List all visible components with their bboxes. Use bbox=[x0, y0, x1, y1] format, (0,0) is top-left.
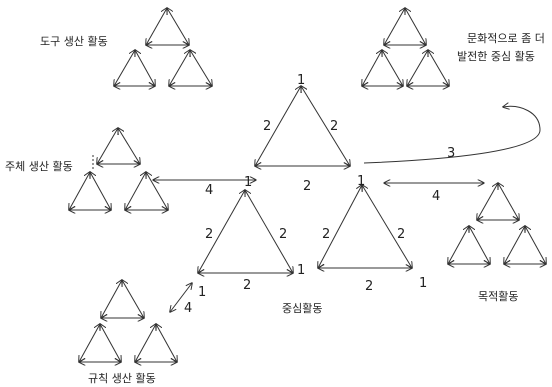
weight-label: 2 bbox=[205, 227, 213, 242]
weight-label: 1 bbox=[419, 276, 427, 291]
weight-label: 2 bbox=[279, 227, 287, 242]
weight-label: 2 bbox=[243, 278, 251, 293]
rule-triangle-cluster bbox=[79, 280, 177, 362]
weight-label: 2 bbox=[322, 227, 330, 242]
tool-triangle-cluster bbox=[114, 8, 212, 86]
top-activity-triangle bbox=[255, 86, 350, 166]
tool-activity-label: 도구 생산 활동 bbox=[40, 34, 108, 48]
culture-activity-label-line1: 문화적으로 좀 더 bbox=[467, 32, 545, 45]
weight-label: 4 bbox=[432, 189, 440, 204]
center-activity-label: 중심활동 bbox=[282, 301, 322, 315]
object-activity-label: 목적활동 bbox=[478, 289, 518, 303]
weight-label: 2 bbox=[263, 119, 271, 134]
weight-label: 1 bbox=[357, 174, 365, 189]
weight-label: 1 bbox=[244, 175, 252, 190]
weight-label: 1 bbox=[297, 263, 305, 278]
left-activity-triangle bbox=[198, 190, 293, 273]
weight-label: 2 bbox=[303, 179, 311, 194]
culture-connector-curve bbox=[363, 106, 541, 164]
weight-label: 1 bbox=[198, 285, 206, 300]
rule-connector-arrow bbox=[170, 283, 192, 312]
weight-label: 3 bbox=[447, 146, 455, 161]
weight-label: 2 bbox=[397, 227, 405, 242]
culture-triangle-cluster bbox=[362, 8, 449, 86]
center-activity-triangle bbox=[318, 185, 412, 268]
weight-label: 2 bbox=[365, 279, 373, 294]
subject-triangle-cluster bbox=[69, 128, 168, 210]
rule-activity-label: 규칙 생산 활동 bbox=[88, 371, 156, 385]
culture-activity-label-line2: 발전한 중심 활동 bbox=[457, 49, 535, 63]
weight-label: 1 bbox=[297, 73, 305, 88]
weight-label: 4 bbox=[184, 301, 192, 316]
subject-activity-label: 주체 생산 활동 bbox=[5, 159, 73, 173]
weight-label: 4 bbox=[205, 183, 213, 198]
object-triangle-cluster bbox=[448, 183, 546, 264]
weight-label: 2 bbox=[330, 119, 338, 134]
